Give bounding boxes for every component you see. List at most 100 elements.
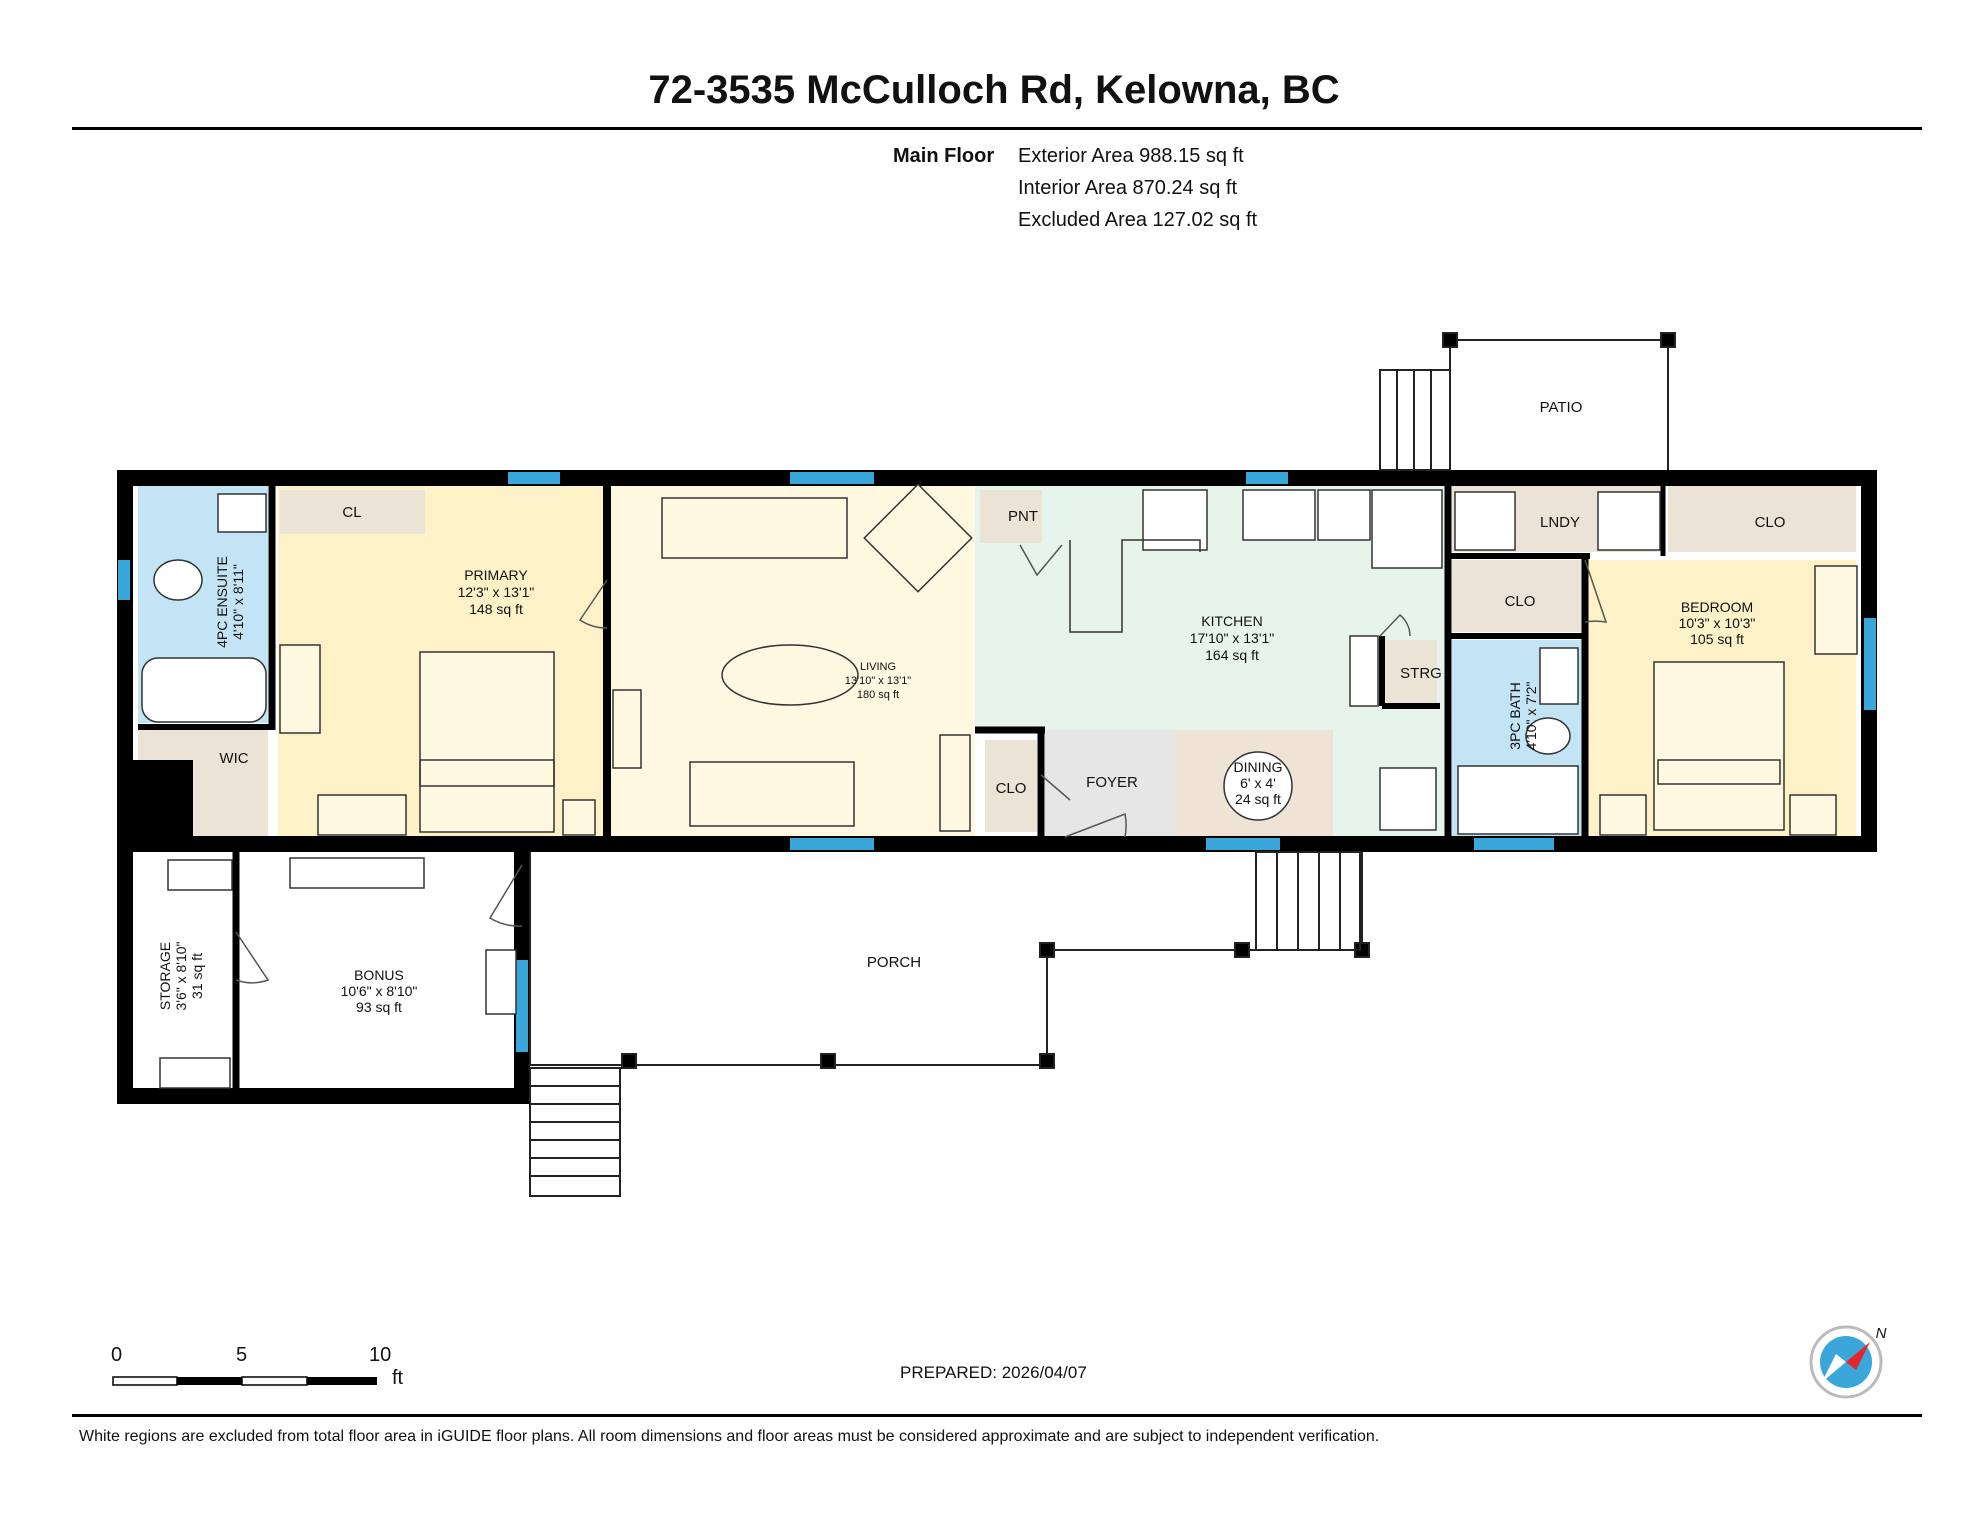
sink-icon <box>1242 489 1316 541</box>
toilet-icon <box>153 559 203 601</box>
header-divider <box>72 127 1922 130</box>
door-swing <box>1379 613 1411 637</box>
coffee-table-icon <box>721 644 859 706</box>
dining-label: DINING <box>1234 759 1283 775</box>
storage-dims: 3'6" x 8'10" <box>173 941 189 1010</box>
compass-icon: N <box>1809 1325 1887 1399</box>
furniture <box>141 483 1858 1089</box>
porch-outline <box>529 852 1363 1066</box>
ensuite-dims: 4'10" x 8'11" <box>230 564 246 640</box>
strg-label: STRG <box>1400 665 1442 682</box>
dryer-icon <box>1597 491 1661 551</box>
shelf-icon <box>159 1057 231 1089</box>
scale-tick-5: 5 <box>236 1344 248 1366</box>
media-unit-icon <box>612 689 642 769</box>
porch-post <box>820 1053 836 1069</box>
door-swing <box>235 931 270 984</box>
scale-tick-0: 0 <box>111 1344 123 1366</box>
wic-wall-block <box>133 760 193 840</box>
pnt-label: PNT <box>1008 508 1038 525</box>
living-area: 180 sq ft <box>857 689 899 701</box>
room-labels: PRIMARY 12'3" x 13'1" 148 sq ft LIVING 1… <box>157 399 1785 1015</box>
bedroom-label: BEDROOM <box>1681 599 1753 615</box>
counter-icon <box>1379 767 1437 831</box>
door-swing <box>1064 812 1127 838</box>
foyer-label: FOYER <box>1086 774 1138 791</box>
doors <box>235 544 1608 984</box>
living-dims: 13'10" x 13'1" <box>845 675 912 687</box>
nightstand-icon <box>1599 794 1647 836</box>
toilet-icon <box>1525 717 1571 755</box>
fridge-icon <box>1371 489 1443 569</box>
clo-foyer-label: CLO <box>996 780 1027 797</box>
primary-label: PRIMARY <box>464 567 528 583</box>
door-swing <box>578 579 608 629</box>
bonus-label: BONUS <box>354 967 404 983</box>
bed-icon <box>419 759 555 787</box>
window <box>1864 618 1876 710</box>
clo-foyer-fill <box>985 740 1037 832</box>
door-swing <box>488 864 523 927</box>
armchair-icon <box>863 483 973 593</box>
scale-tick-10: 10 <box>369 1344 392 1366</box>
desk-icon <box>1814 565 1858 655</box>
counter-icon <box>1349 635 1379 707</box>
shelf-icon <box>289 857 425 889</box>
storage-area: 31 sq ft <box>189 953 205 999</box>
footer-divider <box>72 1414 1922 1417</box>
clo-hall-fill <box>1452 560 1582 632</box>
wic-label: WIC <box>219 750 248 767</box>
window <box>508 472 560 484</box>
scale-bar <box>112 1376 377 1386</box>
scale-unit: ft <box>392 1367 404 1389</box>
shower-icon <box>1457 765 1579 835</box>
strg-fill <box>1385 640 1437 704</box>
prepared-date: PREPARED: 2026/04/07 <box>900 1363 1087 1382</box>
dishwasher-icon <box>1317 489 1371 541</box>
cl-fill <box>280 490 425 534</box>
exterior-area: Exterior Area 988.15 sq ft <box>1018 145 1244 167</box>
cl-label: CL <box>342 504 361 521</box>
disclaimer-text: White regions are excluded from total fl… <box>79 1428 1380 1445</box>
bedroom-area: 105 sq ft <box>1690 631 1744 647</box>
kitchen-label: KITCHEN <box>1201 613 1262 629</box>
patio-label: PATIO <box>1540 399 1583 416</box>
bath-label: 3PC BATH <box>1507 682 1523 749</box>
washer-icon <box>1454 491 1516 551</box>
window <box>118 560 130 600</box>
bathtub-icon <box>141 657 267 723</box>
media-unit-icon <box>939 734 971 832</box>
page-title: 72-3535 McCulloch Rd, Kelowna, BC <box>648 68 1340 112</box>
primary-area: 148 sq ft <box>469 601 523 617</box>
porch-steps-side <box>529 1067 621 1197</box>
vanity-icon <box>217 493 267 533</box>
shelf-icon <box>167 859 233 891</box>
compass-north-label: N <box>1876 1325 1887 1342</box>
sofa-icon <box>661 497 848 559</box>
bed-icon <box>1657 759 1781 785</box>
porch-post <box>1039 1053 1055 1069</box>
kitchen-island <box>1069 539 1201 633</box>
dining-dims: 6' x 4' <box>1240 775 1276 791</box>
window <box>1474 838 1554 850</box>
bed-icon <box>1653 661 1785 831</box>
nightstand-icon <box>562 799 596 836</box>
bed-icon <box>419 651 555 833</box>
window <box>1206 838 1280 850</box>
sofa-icon <box>689 761 855 827</box>
dresser-icon <box>279 644 321 734</box>
nightstand-icon <box>1789 794 1837 836</box>
ensuite-label: 4PC ENSUITE <box>214 556 230 648</box>
clo-bedroom-label: CLO <box>1755 514 1786 531</box>
outdoor <box>529 332 1676 1197</box>
excluded-area: Excluded Area 127.02 sq ft <box>1018 209 1258 231</box>
door-swing <box>1040 774 1071 801</box>
porch-steps-front <box>1255 851 1361 951</box>
porch-post <box>1234 942 1250 958</box>
patio-steps <box>1379 369 1451 471</box>
porch-post <box>621 1053 637 1069</box>
windows <box>118 472 1876 1052</box>
patio-post <box>1442 332 1458 348</box>
storage-label: STORAGE <box>157 942 173 1010</box>
bonus-dims: 10'6" x 8'10" <box>341 983 418 999</box>
